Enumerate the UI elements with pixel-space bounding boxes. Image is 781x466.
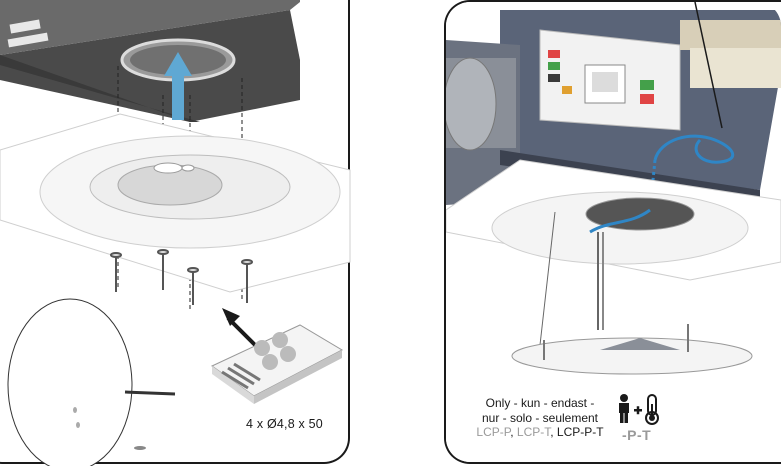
direction-arrow-icon [222,308,258,348]
model-sep-1: , [510,425,517,439]
plus-icon [634,406,642,415]
pt-variant-label: -P-T [622,427,652,443]
person-icon [619,394,629,423]
compatibility-note: Only - kun - endast - nur - solo - seule… [466,396,614,440]
model-lcp-t: LCP-T [516,425,551,439]
compat-line-2: nur - solo - seulement [481,410,599,425]
model-lcp-p-t: LCP-P-T [556,425,604,439]
compat-line-1: Only - kun - endast - [485,396,595,410]
screw-size-caption: 4 x Ø4,8 x 50 [246,417,323,431]
ceiling-panel [0,113,351,293]
model-lcp-p: LCP-P [476,425,511,439]
screws [110,249,253,305]
model-sep-2: , [550,425,557,439]
control-board [539,29,681,131]
compat-models: LCP-P, LCP-T, LCP-P-T [466,425,614,440]
arrow-up-icon [164,52,192,120]
thermometer-icon [645,394,659,425]
cover-plate [7,298,176,466]
screw-package [211,324,344,404]
cable [653,134,734,164]
